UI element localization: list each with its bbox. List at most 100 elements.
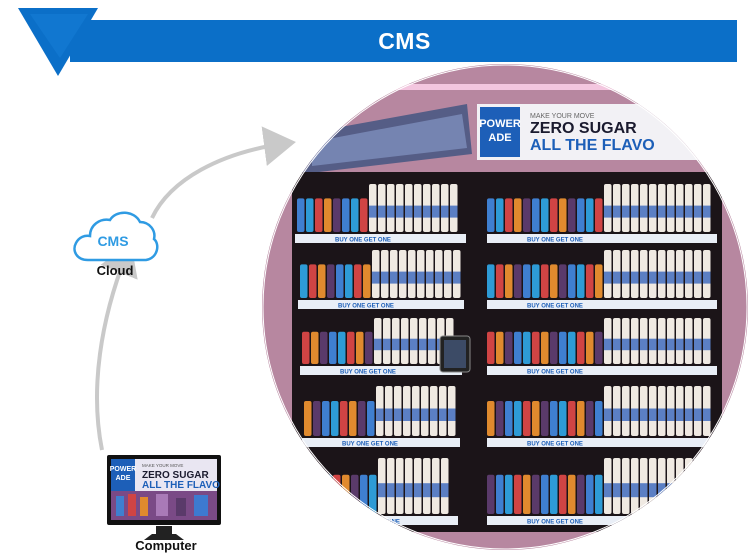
bottle bbox=[496, 264, 504, 298]
bottle-label bbox=[640, 408, 648, 421]
bottle-label bbox=[390, 271, 398, 284]
shelf-digital-strip bbox=[487, 300, 717, 309]
bottle-label bbox=[649, 408, 657, 421]
bottle-label bbox=[622, 205, 630, 218]
bottle-label bbox=[703, 338, 711, 351]
shelf-promo-text: BUY ONE GET ONE bbox=[527, 370, 583, 376]
bottle-label bbox=[676, 271, 684, 284]
bottle bbox=[329, 331, 337, 364]
bottle bbox=[354, 264, 362, 298]
bottle-label bbox=[394, 408, 402, 421]
bottle bbox=[496, 474, 504, 514]
cms-banner: CMS bbox=[70, 20, 737, 62]
bottle bbox=[505, 264, 513, 298]
bottle-label bbox=[396, 205, 404, 218]
shelf-promo-text: BUY ONE GET ONE bbox=[342, 442, 398, 448]
bottle bbox=[514, 474, 522, 514]
bottle bbox=[577, 198, 585, 232]
bottle-label bbox=[649, 205, 657, 218]
shelf-digital-strip bbox=[302, 438, 460, 447]
bottle-label bbox=[414, 205, 422, 218]
bottle-label bbox=[372, 271, 380, 284]
bottle bbox=[336, 264, 344, 298]
bottle-label bbox=[631, 205, 639, 218]
shelf-digital-strip bbox=[295, 234, 466, 243]
bottle bbox=[685, 458, 693, 514]
shelf-digital-strip bbox=[304, 516, 458, 525]
bottle-label bbox=[676, 483, 684, 498]
banner-title: CMS bbox=[378, 27, 431, 54]
store-header-headline2: ALL THE FLAVO bbox=[530, 137, 655, 154]
bottle-label bbox=[604, 205, 612, 218]
bottle bbox=[340, 401, 348, 436]
bottle-label bbox=[703, 408, 711, 421]
bottle-label bbox=[441, 483, 449, 498]
bottle-label bbox=[658, 408, 666, 421]
bottle-label bbox=[387, 205, 395, 218]
bottle-label bbox=[694, 205, 702, 218]
bottle-label bbox=[667, 205, 675, 218]
bottle bbox=[342, 474, 350, 514]
bottle bbox=[347, 331, 355, 364]
shelf-promo-text: BUY ONE GET ONE bbox=[335, 238, 391, 244]
bottle-label bbox=[640, 338, 648, 351]
bottle-label bbox=[423, 483, 431, 498]
bottle-label bbox=[426, 271, 434, 284]
bottle bbox=[577, 474, 585, 514]
bottle bbox=[351, 198, 359, 232]
shelf-digital-strip bbox=[487, 234, 717, 243]
shelf-digital-strip bbox=[487, 366, 717, 375]
bottle bbox=[559, 264, 567, 298]
cloud-node: CMS bbox=[70, 206, 160, 266]
bottle-label bbox=[667, 271, 675, 284]
bottle bbox=[586, 264, 594, 298]
bottle-label bbox=[432, 483, 440, 498]
bottle bbox=[363, 264, 371, 298]
shelf-digital-strip bbox=[300, 366, 462, 375]
bottle bbox=[595, 474, 603, 514]
bottle-label bbox=[401, 338, 409, 351]
bottle-label bbox=[405, 205, 413, 218]
bottle-label bbox=[694, 271, 702, 284]
bottle-label bbox=[694, 483, 702, 498]
bottle bbox=[676, 458, 684, 514]
shelf-promo-text: BUY ONE GET ONE bbox=[527, 304, 583, 310]
bottle bbox=[331, 401, 339, 436]
bottle-label bbox=[631, 338, 639, 351]
shelf-digital-strip bbox=[298, 300, 464, 309]
bottle-label bbox=[685, 271, 693, 284]
bottle bbox=[595, 401, 603, 436]
shelf-promo-text: BUY ONE GET ONE bbox=[340, 370, 396, 376]
bottle bbox=[297, 198, 305, 232]
bottle bbox=[568, 264, 576, 298]
bottle-label bbox=[444, 271, 452, 284]
bottle bbox=[324, 474, 332, 514]
svg-text:POWER: POWER bbox=[479, 118, 521, 130]
bottle-label bbox=[622, 271, 630, 284]
bottle-label bbox=[631, 483, 639, 498]
bottle bbox=[532, 264, 540, 298]
bottle bbox=[595, 264, 603, 298]
bottle-label bbox=[640, 483, 648, 498]
bottle-label bbox=[658, 271, 666, 284]
banner-triangle-decoration bbox=[18, 8, 98, 76]
bottle-label bbox=[383, 338, 391, 351]
bottle bbox=[487, 401, 495, 436]
cloud-caption: Cloud bbox=[96, 263, 134, 278]
bottle-label bbox=[430, 408, 438, 421]
bottle bbox=[586, 198, 594, 232]
bottle-label bbox=[369, 205, 377, 218]
shelf-promo-text: BUY ONE GET ONE bbox=[527, 442, 583, 448]
bottle bbox=[577, 264, 585, 298]
bottle-label bbox=[414, 483, 422, 498]
bottle bbox=[302, 331, 310, 364]
bottle bbox=[550, 331, 558, 364]
bottle bbox=[505, 198, 513, 232]
bottle bbox=[541, 401, 549, 436]
bottle-label bbox=[405, 483, 413, 498]
bottle bbox=[586, 401, 594, 436]
bottle bbox=[568, 331, 576, 364]
bottle-label bbox=[604, 408, 612, 421]
arrow-cloud-to-store bbox=[150, 126, 296, 219]
bottle-label bbox=[613, 271, 621, 284]
